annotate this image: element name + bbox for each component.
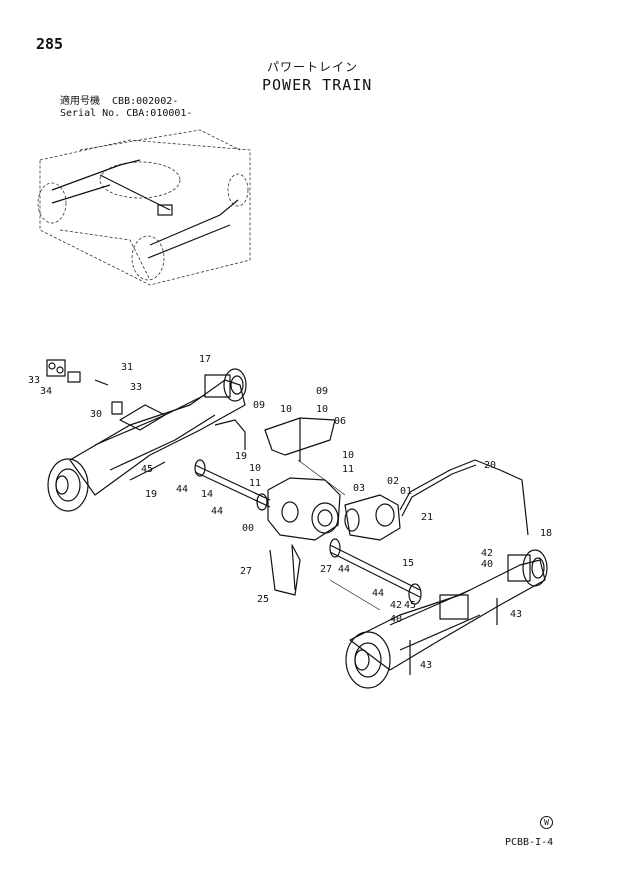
callout: 27 bbox=[240, 566, 252, 577]
callout: 44 bbox=[338, 564, 350, 575]
support-bracket bbox=[269, 544, 301, 596]
callout: 42 bbox=[390, 600, 402, 611]
callout: 44 bbox=[176, 484, 188, 495]
propeller-shaft-front bbox=[194, 464, 271, 501]
rear-axle-hub-right bbox=[522, 549, 548, 587]
callout: 30 bbox=[90, 409, 102, 420]
callout: 33 bbox=[130, 382, 142, 393]
callout: 45 bbox=[404, 600, 416, 611]
callout: 09 bbox=[316, 386, 328, 397]
front-axle-hub-right bbox=[223, 368, 247, 402]
callout: 10 bbox=[280, 404, 292, 415]
callout: 15 bbox=[402, 558, 414, 569]
transfer-case bbox=[267, 477, 341, 541]
title-english: POWER TRAIN bbox=[262, 76, 373, 94]
callout: 44 bbox=[211, 506, 223, 517]
callout: 19 bbox=[145, 489, 157, 500]
callout: 17 bbox=[199, 354, 211, 365]
callout: 40 bbox=[481, 559, 493, 570]
callout: 14 bbox=[201, 489, 213, 500]
callout: 18 bbox=[540, 528, 552, 539]
serial-line-1: 適用号機 CBB:002002- bbox=[60, 96, 179, 107]
callout: 06 bbox=[334, 416, 346, 427]
front-axle-hub-left bbox=[47, 458, 89, 512]
callout: 45 bbox=[141, 464, 153, 475]
page-number: 285 bbox=[36, 35, 64, 53]
callout: 10 bbox=[249, 463, 261, 474]
serial-line-2: Serial No. CBA:010001- bbox=[60, 108, 193, 119]
watermark-symbol: W bbox=[540, 816, 553, 829]
callout: 40 bbox=[390, 614, 402, 625]
callout-labels: 33 34 31 33 30 17 09 10 09 10 06 10 11 1… bbox=[28, 354, 552, 671]
callout: 34 bbox=[40, 386, 52, 397]
callout: 00 bbox=[242, 523, 254, 534]
callout: 10 bbox=[342, 450, 354, 461]
callout: 21 bbox=[421, 512, 433, 523]
callout: 44 bbox=[372, 588, 384, 599]
title-japanese: パワートレイン bbox=[267, 60, 359, 74]
front-axle bbox=[69, 379, 246, 496]
callout: 43 bbox=[420, 660, 432, 671]
callout: 02 bbox=[387, 476, 399, 487]
callout: 11 bbox=[342, 464, 354, 475]
callout: 11 bbox=[249, 478, 261, 489]
callout: 33 bbox=[28, 375, 40, 386]
callout: 43 bbox=[510, 609, 522, 620]
rear-axle bbox=[349, 559, 546, 671]
callout: 20 bbox=[484, 460, 496, 471]
callout: 10 bbox=[316, 404, 328, 415]
callout: 27 bbox=[320, 564, 332, 575]
transmission-pump bbox=[344, 494, 401, 541]
callout: 25 bbox=[257, 594, 269, 605]
callout: 09 bbox=[253, 400, 265, 411]
callout: 01 bbox=[400, 486, 412, 497]
rear-axle-hub-left bbox=[345, 631, 391, 689]
propeller-shaft-rear bbox=[329, 544, 421, 591]
callout: 19 bbox=[235, 451, 247, 462]
callout: 31 bbox=[121, 362, 133, 373]
callout: 03 bbox=[353, 483, 365, 494]
page-code: PCBB-I-4 bbox=[505, 837, 554, 848]
callout: 42 bbox=[481, 548, 493, 559]
